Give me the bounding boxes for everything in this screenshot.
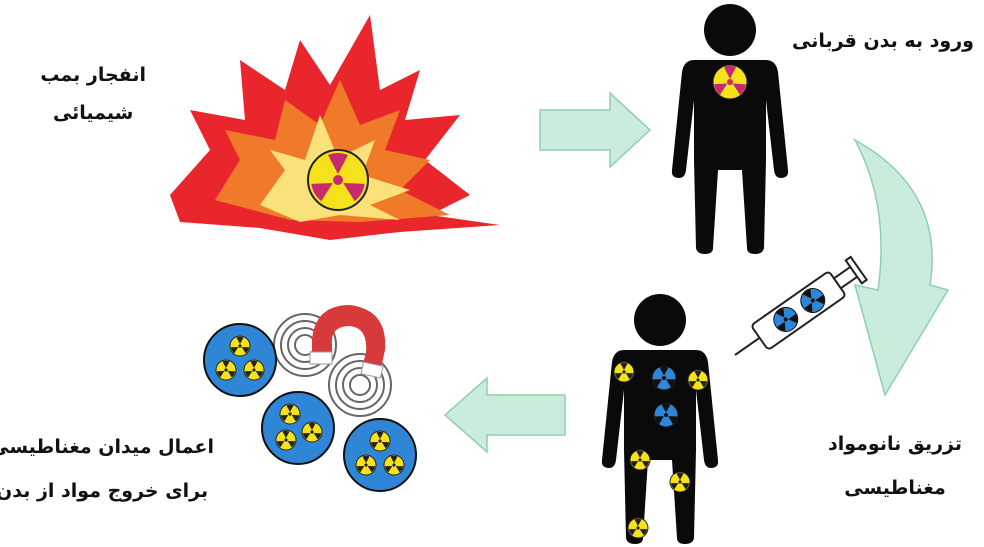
label-explosion-line2: شیمیائی (40, 94, 146, 132)
explosion-icon (170, 15, 500, 240)
radiation-icon (308, 150, 368, 210)
label-entry-text: ورود به بدن قربانی (792, 30, 974, 52)
victim-body-icon (672, 4, 788, 254)
label-injection-line1: تزریق نانومواد (828, 422, 962, 466)
arrow-right-top (540, 93, 650, 167)
arrow-curved-down (855, 140, 948, 395)
syringe-icon (726, 256, 867, 367)
label-injection: تزریق نانومواد مغناطیسی (828, 422, 962, 510)
label-explosion: انفجار بمب شیمیائی (40, 56, 146, 132)
label-magnetic-line1: اعمال میدان مغناطیسی (0, 425, 214, 469)
label-magnetic: اعمال میدان مغناطیسی برای خروج مواد از ب… (0, 425, 214, 513)
label-entry: ورود به بدن قربانی (792, 30, 974, 52)
body-with-nanoparticles (602, 294, 718, 544)
label-magnetic-line2: برای خروج مواد از بدن (0, 469, 214, 513)
label-injection-line2: مغناطیسی (828, 466, 962, 510)
arrow-left-bottom (445, 378, 565, 452)
label-explosion-line1: انفجار بمب (40, 56, 146, 94)
